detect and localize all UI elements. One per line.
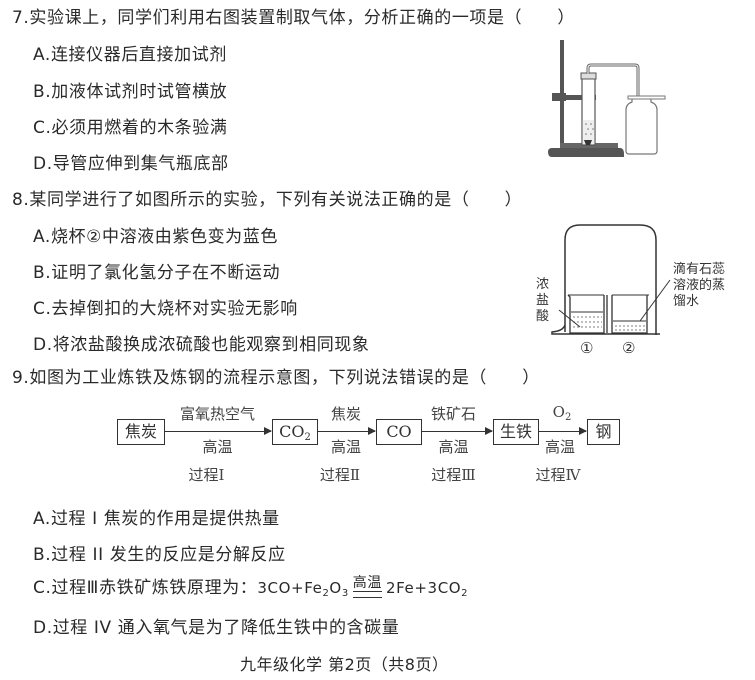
label-line: 溶液的蒸 — [673, 278, 726, 293]
question-text: 某同学进行了如图所示的实验，下列有关说法正确的是（ ） — [29, 190, 523, 210]
label-char: 盐 — [536, 293, 550, 308]
question-text: 实验课上，同学们利用右图装置制取气体，分析正确的一项是（ ） — [29, 8, 576, 28]
arrow-1-reagent: 富氧热空气 — [179, 405, 255, 423]
option-text: 过程 IV 通入氧气是为了降低生铁中的含碳量 — [52, 618, 400, 638]
label-line: 滴有石蕊 — [673, 262, 726, 277]
q9-option-a[interactable]: A.过程 I 焦炭的作用是提供热量 — [33, 508, 280, 530]
option-label: B. — [33, 82, 52, 102]
process-2-label: 过程Ⅱ — [319, 466, 361, 484]
q7-option-c[interactable]: C.必须用燃着的木条验满 — [33, 117, 227, 139]
condition-text: 高温 — [352, 575, 382, 591]
subscript: 2 — [322, 588, 330, 599]
option-label: B. — [33, 263, 52, 283]
option-label: C. — [33, 118, 52, 138]
option-label: B. — [33, 545, 52, 565]
process-4-label: 过程Ⅳ — [535, 466, 581, 484]
eq-reactants: 3CO+Fe — [257, 579, 323, 597]
beaker-experiment-figure: 浓 盐 酸 滴有石蕊 溶液的蒸 馏水 ① ② — [530, 215, 750, 360]
process-1-label: 过程Ⅰ — [188, 466, 225, 484]
option-text: 必须用燃着的木条验满 — [51, 118, 228, 138]
q8-option-a[interactable]: A.烧杯②中溶液由紫色变为蓝色 — [33, 226, 278, 248]
equals-sign — [352, 591, 382, 598]
subscript: 3 — [341, 588, 349, 599]
option-label: A. — [33, 227, 51, 247]
option-text: 连接仪器后直接加试剂 — [50, 45, 227, 65]
label-line: 馏水 — [673, 294, 700, 309]
q8-option-d[interactable]: D.将浓盐酸换成浓硫酸也能观察到相同现象 — [33, 334, 370, 356]
question-9-stem: 9.如图为工业炼铁及炼钢的流程示意图，下列说法错误的是（ ） — [12, 367, 540, 389]
option-label: D. — [33, 154, 53, 174]
label-char: 浓 — [536, 277, 550, 292]
flow-node-co: CO — [376, 419, 422, 445]
beaker-2-label: ② — [622, 339, 636, 357]
reaction-condition: 高温 — [349, 576, 386, 602]
option-label: A. — [33, 45, 51, 65]
eq-products: 2Fe+3CO — [386, 579, 462, 597]
label-char: 酸 — [536, 309, 550, 324]
question-7-stem: 7.实验课上，同学们利用右图装置制取气体，分析正确的一项是（ ） — [12, 7, 575, 29]
gas-generation-apparatus-figure — [548, 40, 666, 157]
q9-option-b[interactable]: B.过程 II 发生的反应是分解反应 — [33, 544, 286, 566]
option-text: 过程Ⅲ赤铁矿炼铁原理为： — [51, 578, 258, 598]
subscript: 2 — [564, 412, 572, 423]
arrow-2-reagent: 焦炭 — [330, 405, 361, 423]
option-label: D. — [33, 335, 53, 355]
option-label: A. — [33, 509, 51, 529]
subscript: 2 — [304, 432, 311, 443]
q9-option-d[interactable]: D.过程 IV 通入氧气是为了降低生铁中的含碳量 — [33, 617, 399, 639]
concentrated-hcl-label: 浓 盐 酸 — [536, 277, 552, 325]
arrow-4-condition: 高温 — [544, 438, 575, 456]
flow-node-co2: CO2 — [272, 419, 318, 445]
node-text: CO — [279, 422, 305, 441]
beaker-1-label: ① — [580, 339, 594, 357]
option-text: 导管应伸到集气瓶底部 — [52, 154, 229, 174]
flow-node-pig-iron: 生铁 — [493, 419, 539, 445]
flow-arrow-2 — [317, 425, 376, 437]
question-text: 如图为工业炼铁及炼钢的流程示意图，下列说法错误的是（ ） — [29, 368, 540, 388]
beaker-diagram — [551, 224, 671, 335]
arrow-1-condition: 高温 — [202, 438, 233, 456]
option-text: 证明了氯化氢分子在不断运动 — [51, 263, 281, 283]
arrow-3-reagent: 铁矿石 — [430, 405, 476, 423]
question-number: 7. — [12, 8, 30, 28]
q7-option-b[interactable]: B.加液体试剂时试管横放 — [33, 81, 227, 103]
option-label: C. — [33, 578, 52, 598]
process-3-label: 过程Ⅲ — [431, 466, 476, 484]
q8-option-b[interactable]: B.证明了氯化氢分子在不断运动 — [33, 262, 280, 284]
q7-option-a[interactable]: A.连接仪器后直接加试剂 — [33, 44, 227, 66]
question-number: 9. — [12, 368, 30, 388]
option-text: 去掉倒扣的大烧杯对实验无影响 — [51, 299, 298, 319]
flow-node-coke: 焦炭 — [117, 419, 165, 445]
option-text: 将浓盐酸换成浓硫酸也能观察到相同现象 — [52, 335, 370, 355]
arrow-4-reagent: O2 — [538, 403, 586, 423]
page-footer: 九年级化学 第2页（共8页） — [240, 655, 449, 674]
flow-arrow-4 — [538, 425, 587, 437]
question-8-stem: 8.某同学进行了如图所示的实验，下列有关说法正确的是（ ） — [12, 189, 522, 211]
reagent-text: O — [552, 403, 565, 421]
arrow-3-condition: 高温 — [438, 438, 469, 456]
option-text: 过程 II 发生的反应是分解反应 — [51, 545, 286, 565]
eq-reactants: O — [329, 579, 342, 597]
question-number: 8. — [12, 190, 30, 210]
option-label: C. — [33, 299, 52, 319]
ironmaking-flow-diagram: 焦炭 富氧热空气 高温 过程Ⅰ CO2 焦炭 高温 过程Ⅱ CO 铁矿石 高温 … — [0, 400, 755, 495]
q7-option-d[interactable]: D.导管应伸到集气瓶底部 — [33, 153, 229, 175]
option-text: 加液体试剂时试管横放 — [51, 82, 228, 102]
q8-option-c[interactable]: C.去掉倒扣的大烧杯对实验无影响 — [33, 298, 298, 320]
flow-node-steel: 钢 — [587, 419, 620, 445]
option-label: D. — [33, 618, 53, 638]
arrow-2-condition: 高温 — [330, 438, 361, 456]
litmus-water-label: 滴有石蕊 溶液的蒸 馏水 — [673, 262, 725, 310]
option-text: 烧杯②中溶液由紫色变为蓝色 — [50, 227, 278, 247]
subscript: 2 — [461, 588, 469, 599]
flow-arrow-1 — [164, 425, 272, 437]
flow-arrow-3 — [421, 425, 493, 437]
option-text: 过程 I 焦炭的作用是提供热量 — [50, 509, 280, 529]
